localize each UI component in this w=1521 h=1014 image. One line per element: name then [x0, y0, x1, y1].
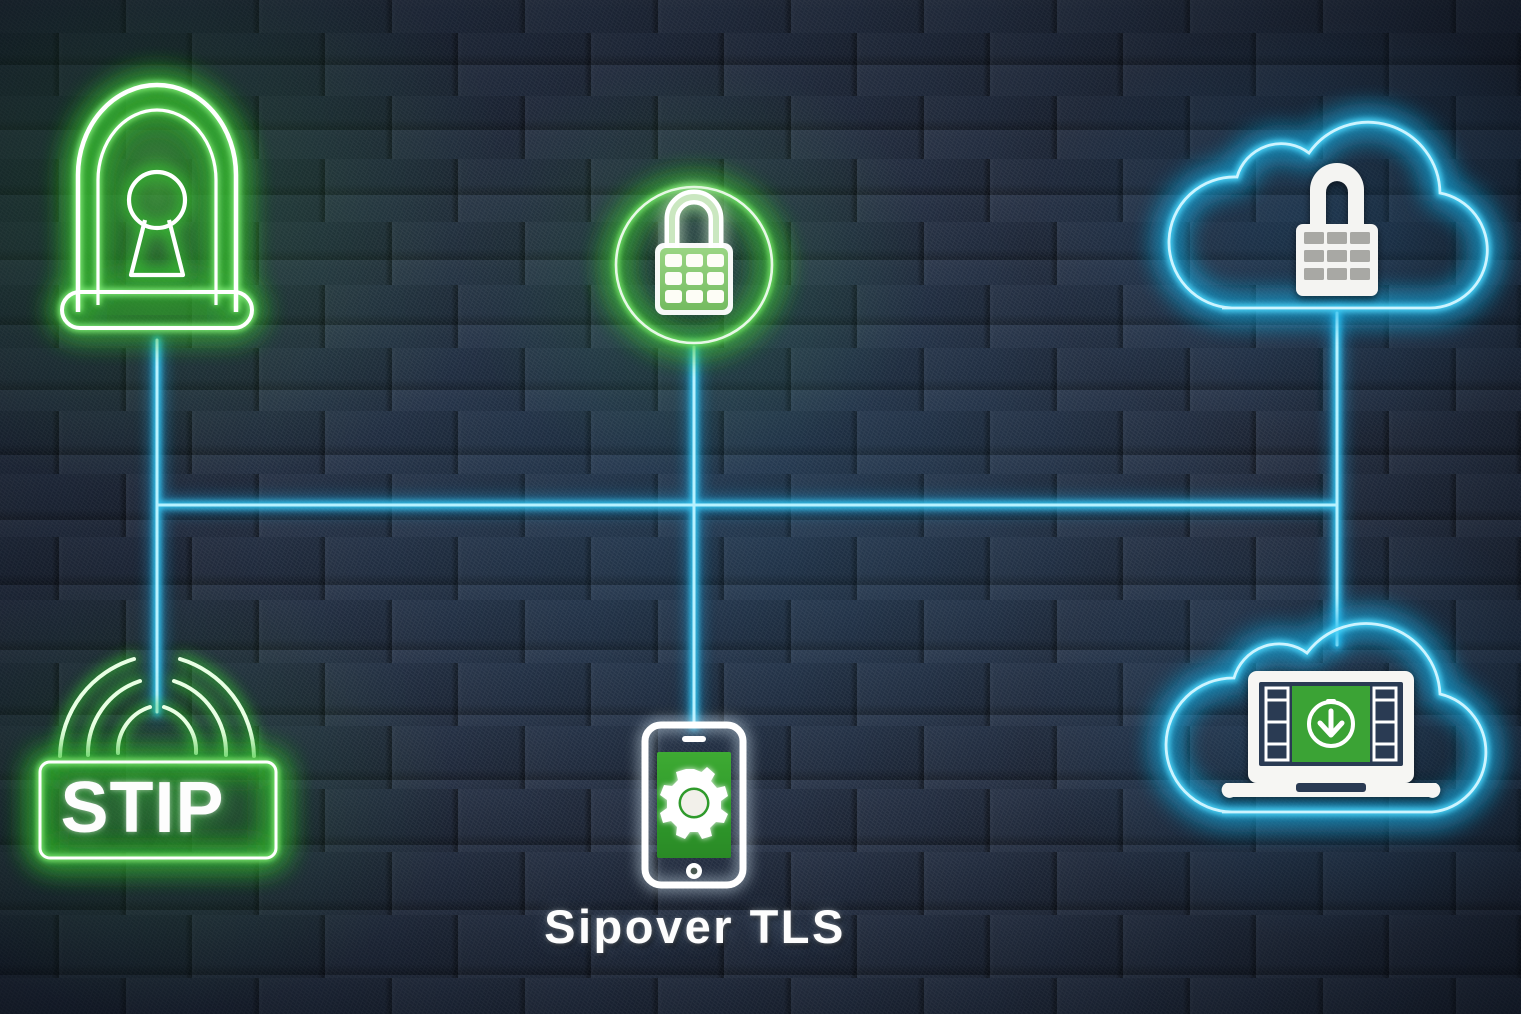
smartphone-gear-icon[interactable] — [639, 719, 749, 891]
connection-lines — [149, 305, 1345, 734]
keypad-buttons — [665, 254, 724, 303]
stip-label: STIP — [60, 768, 225, 848]
gear-icon — [660, 767, 728, 839]
cloud-laptop-icon[interactable] — [1158, 616, 1494, 820]
keyhole-icon — [123, 166, 191, 280]
stip-sign[interactable] — [32, 654, 284, 866]
vault-door-icon[interactable] — [55, 76, 259, 335]
screen-right-panel — [1372, 686, 1398, 762]
screen-left-panel — [1264, 686, 1290, 762]
caption-label: Sipover TLS — [544, 900, 846, 953]
wifi-signal-arcs — [55, 654, 259, 761]
download-arrow-icon — [1307, 699, 1355, 748]
keypad-buttons — [1304, 232, 1370, 280]
cloud-lock-icon[interactable] — [1161, 114, 1495, 316]
phone-speaker — [682, 736, 706, 742]
laptop-glyph — [1221, 671, 1441, 798]
keypad-lock-icon[interactable] — [609, 180, 779, 350]
padlock-glyph — [1296, 163, 1378, 296]
